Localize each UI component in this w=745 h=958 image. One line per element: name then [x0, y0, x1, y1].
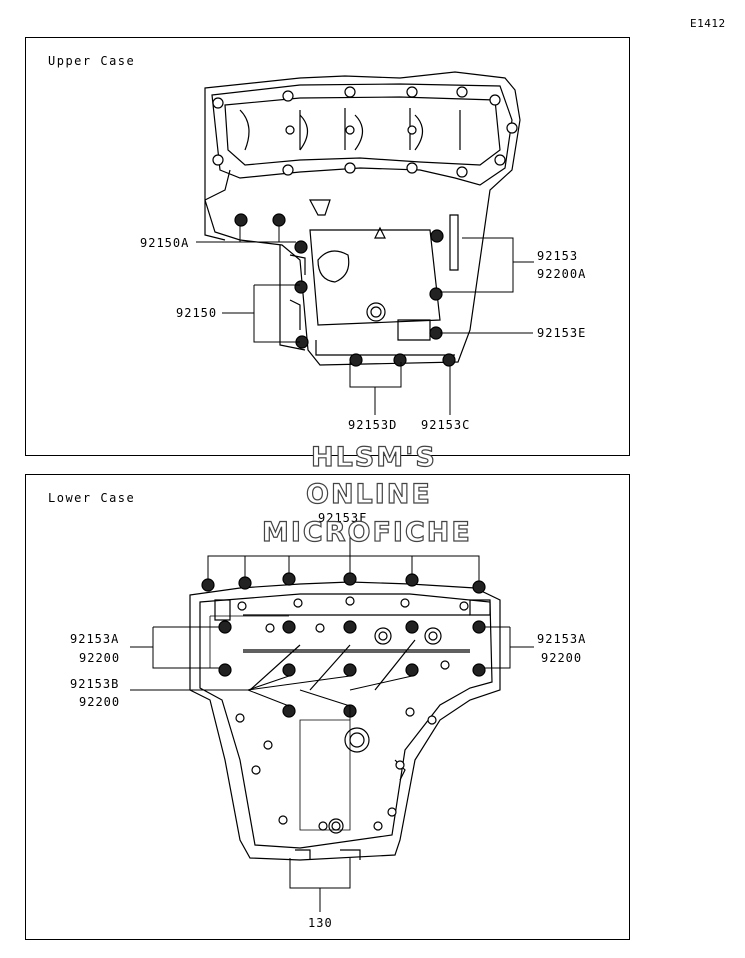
- part-label-92153C: 92153C: [421, 418, 471, 432]
- lower-leader-lines: [130, 528, 534, 912]
- part-label-92200-left: 92200: [79, 651, 121, 665]
- part-label-92153: 92153: [537, 249, 579, 263]
- upper-crankcase-drawing: [204, 71, 521, 367]
- lower-crankcase-drawing: [189, 572, 501, 861]
- upper-leader-lines: [196, 226, 534, 415]
- part-label-92153B: 92153B: [70, 677, 120, 691]
- upper-case-title: Upper Case: [48, 54, 136, 68]
- part-label-92153E: 92153E: [537, 326, 587, 340]
- part-label-92153F: 92153F: [318, 511, 368, 525]
- part-label-92153A-left: 92153A: [70, 632, 120, 646]
- lower-case-panel: Lower Case: [25, 474, 630, 940]
- lower-case-title: Lower Case: [48, 491, 136, 505]
- part-label-92200-left-2: 92200: [79, 695, 121, 709]
- part-label-92153D: 92153D: [348, 418, 398, 432]
- figure-code: E1412: [690, 17, 726, 30]
- watermark-line-2: ONLINE: [305, 478, 432, 510]
- part-label-92200-right: 92200: [541, 651, 583, 665]
- part-label-92150A: 92150A: [140, 236, 190, 250]
- part-label-130: 130: [308, 916, 333, 930]
- watermark-line-3: MICROFICHE: [261, 516, 472, 548]
- part-label-92200A: 92200A: [537, 267, 587, 281]
- upper-case-panel: Upper Case: [25, 37, 630, 456]
- part-label-92153A-right: 92153A: [537, 632, 587, 646]
- watermark-line-1: HLSM'S: [310, 441, 437, 473]
- part-label-92150: 92150: [176, 306, 218, 320]
